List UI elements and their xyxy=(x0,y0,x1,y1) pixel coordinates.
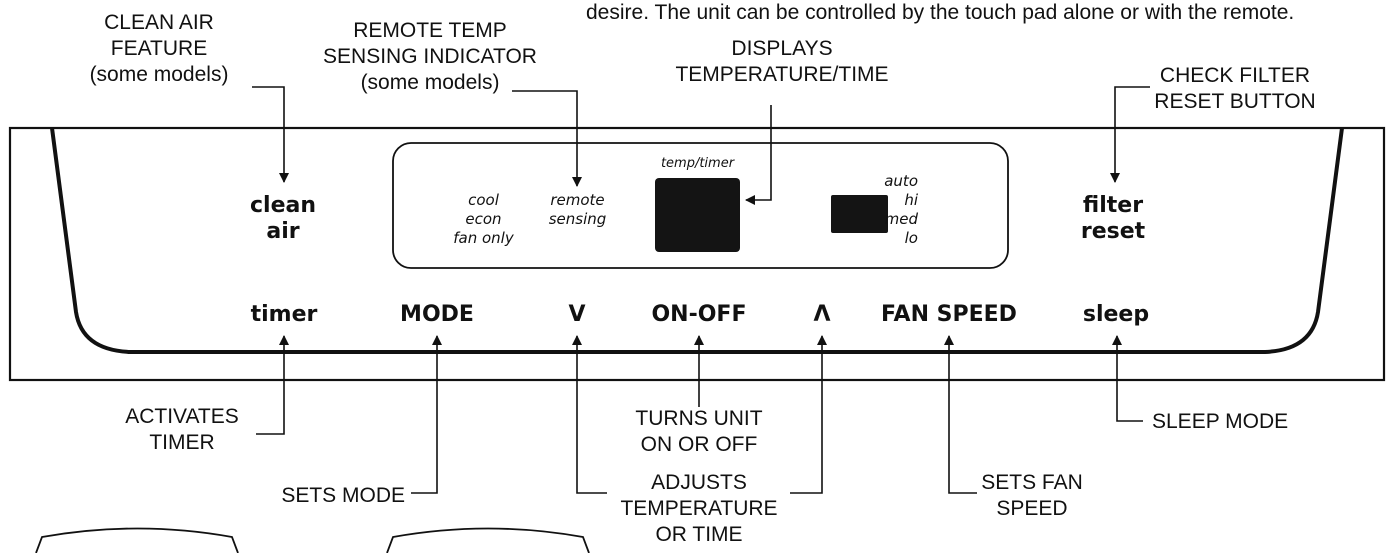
panel-frame xyxy=(8,126,1386,382)
callout-line: SPEED xyxy=(996,497,1068,520)
fan-indicator-hi: hi xyxy=(904,191,918,209)
mode-leader xyxy=(411,335,442,494)
callout-line: TURNS UNIT xyxy=(635,407,763,430)
timer-button[interactable]: timer xyxy=(250,302,318,327)
display-callout: DISPLAYS TEMPERATURE/TIME xyxy=(662,36,902,88)
temp-timer-label: temp/timer xyxy=(660,156,735,171)
clean-air-callout: CLEAN AIR FEATURE (some models) xyxy=(84,10,234,88)
fan-speed-callout: SETS FAN SPEED xyxy=(972,470,1092,522)
callout-line: RESET BUTTON xyxy=(1154,90,1316,113)
mode-callout: SETS MODE xyxy=(260,483,405,509)
filter-reset-button[interactable]: filter reset xyxy=(1058,193,1168,245)
sleep-callout: SLEEP MODE xyxy=(1152,409,1288,435)
fan-speed-leader xyxy=(944,335,977,494)
callout-line: CLEAN AIR xyxy=(104,11,214,34)
remote-outline-right xyxy=(386,527,590,553)
callout-line: TEMPERATURE xyxy=(620,497,778,520)
callout-line: FEATURE xyxy=(110,37,208,60)
callout-line: TIMER xyxy=(149,431,215,454)
filter-reset-leader xyxy=(1110,86,1150,183)
temp-down-button[interactable]: V xyxy=(568,302,586,327)
clean-air-label: clean xyxy=(249,193,316,218)
panel-bezel xyxy=(50,127,1344,354)
remote-sensing-leader xyxy=(512,90,582,187)
mode-indicator-econ: econ xyxy=(465,210,502,228)
sleep-button[interactable]: sleep xyxy=(1082,302,1150,327)
temp-up-button[interactable]: Λ xyxy=(813,302,831,327)
mode-button[interactable]: MODE xyxy=(400,302,474,327)
remote-outline-left xyxy=(35,527,239,553)
callout-line: SETS MODE xyxy=(281,484,405,507)
filter-reset-label: filter xyxy=(1082,193,1144,218)
display-window xyxy=(392,142,1009,269)
filter-reset-label: reset xyxy=(1080,219,1146,244)
callout-line: (some models) xyxy=(360,71,500,94)
callout-line: CHECK FILTER xyxy=(1159,64,1311,87)
mode-indicators: cool econ fan only xyxy=(441,191,526,248)
remote-sensing-callout: REMOTE TEMP SENSING INDICATOR (some mode… xyxy=(310,18,550,96)
intro-text: desire. The unit can be controlled by th… xyxy=(586,1,1295,24)
mode-indicator-cool: cool xyxy=(468,191,499,209)
sleep-leader xyxy=(1112,335,1143,422)
remote-sensing-indicator: remote sensing xyxy=(535,191,620,229)
filter-reset-callout: CHECK FILTER RESET BUTTON xyxy=(1145,63,1325,115)
callout-line: SETS FAN xyxy=(981,471,1083,494)
callout-line: SLEEP MODE xyxy=(1152,410,1289,433)
adjust-callout: ADJUSTS TEMPERATURE OR TIME xyxy=(604,470,794,548)
fan-speed-display xyxy=(831,195,888,233)
clean-air-label: air xyxy=(266,219,300,244)
timer-callout: ACTIVATES TIMER xyxy=(112,404,252,456)
remote-sensing-label: sensing xyxy=(548,210,607,228)
remote-sensing-label: remote xyxy=(550,191,605,209)
callout-line: TEMPERATURE/TIME xyxy=(675,63,889,86)
up-leader xyxy=(790,335,827,494)
timer-leader xyxy=(256,335,289,435)
clean-air-button[interactable]: clean air xyxy=(233,193,333,245)
callout-line: (some models) xyxy=(89,63,229,86)
fan-indicator-auto: auto xyxy=(884,172,918,190)
on-off-callout: TURNS UNIT ON OR OFF xyxy=(614,406,784,458)
callout-line: REMOTE TEMP xyxy=(353,19,507,42)
down-leader xyxy=(572,335,607,494)
callout-line: ACTIVATES xyxy=(125,405,239,428)
on-off-button[interactable]: ON-OFF xyxy=(651,302,747,327)
temp-timer-display xyxy=(655,178,740,252)
leader-lines xyxy=(252,86,1150,494)
callout-line: ON OR OFF xyxy=(640,433,758,456)
clean-air-leader xyxy=(252,86,289,183)
mode-indicator-fan-only: fan only xyxy=(453,229,514,247)
callout-line: ADJUSTS xyxy=(651,471,747,494)
callout-line: OR TIME xyxy=(655,523,743,546)
fan-indicator-med: med xyxy=(884,210,918,228)
fan-indicator-lo: lo xyxy=(904,229,918,247)
display-leader xyxy=(745,105,772,205)
callout-line: DISPLAYS xyxy=(731,37,833,60)
callout-line: SENSING INDICATOR xyxy=(323,45,537,68)
fan-indicators: auto hi med lo xyxy=(880,172,918,248)
fan-speed-button[interactable]: FAN SPEED xyxy=(881,302,1017,327)
